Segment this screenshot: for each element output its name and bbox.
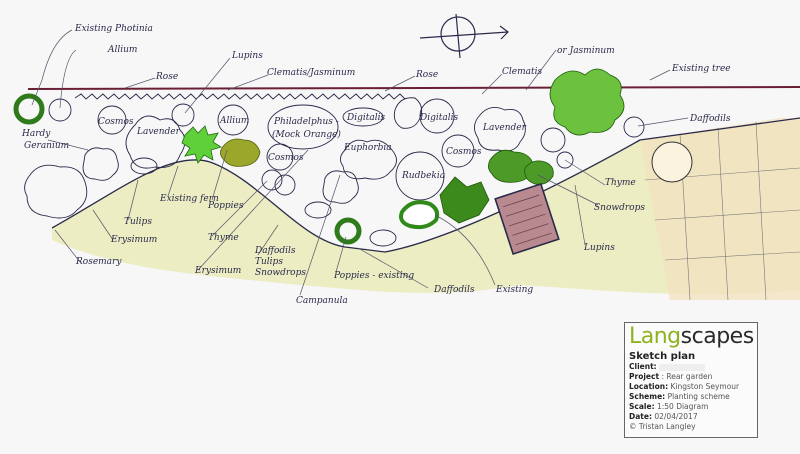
scale-value: 1:50 Diagram [656, 402, 709, 411]
label-lavender: Lavender [136, 127, 181, 137]
location-label: Location: [629, 382, 669, 391]
label-campanula: Campanula [296, 296, 348, 306]
label-euphorbia: Euphorbia [343, 143, 392, 153]
date-label: Date: [629, 412, 652, 421]
label-digitalis: Digitalis [346, 113, 385, 123]
label-or-jasminum: or Jasminum [557, 46, 615, 56]
location-value: Kingston Seymour [670, 382, 740, 391]
scheme-row: Scheme: Planting scheme [629, 392, 753, 402]
title-block: Langscapes Sketch plan Client: Project :… [624, 322, 758, 438]
label-daffodils: Daffodils [689, 114, 731, 124]
label-snowdrops: Snowdrops [255, 268, 306, 278]
client-redacted [659, 363, 706, 371]
label-daffodils: Daffodils [254, 246, 296, 256]
label-hardy: Hardy [21, 129, 51, 139]
label-lavender: Lavender [482, 123, 527, 133]
label-lupins: Lupins [583, 243, 615, 253]
label-geranium: Geranium [24, 141, 69, 151]
label-allium: Allium [219, 116, 249, 126]
label-poppies: Poppies [207, 201, 244, 211]
label-existing-tree: Existing tree [671, 64, 731, 74]
raised-bed [494, 182, 560, 256]
project-value: : Rear garden [661, 372, 713, 381]
green-shrubs [181, 68, 625, 245]
north-arrow-icon [419, 13, 509, 59]
label-poppies-existing: Poppies - existing [333, 271, 414, 281]
label-cosmos: Cosmos [98, 117, 134, 127]
label-snowdrops: Snowdrops [594, 203, 645, 213]
label-thyme: Thyme [208, 233, 239, 243]
langscapes-logo: Langscapes [629, 324, 755, 349]
label-erysimum: Erysimum [110, 235, 157, 245]
label-lupins: Lupins [231, 51, 263, 61]
label-mock-orange: (Mock Orange) [272, 129, 341, 140]
label-rose: Rose [155, 72, 178, 82]
existing-photinia-plant [13, 93, 45, 125]
patio-paving [640, 118, 800, 301]
label-clematis: Clematis [502, 67, 542, 77]
plant-labels: Existing Photinia Allium Rose Lupins Cle… [21, 24, 731, 306]
scale-label: Scale: [629, 402, 655, 411]
scheme-value: Planting scheme [667, 392, 730, 401]
plant-circles [24, 97, 645, 247]
leader-lines [31, 29, 689, 296]
copyright: © Tristan Langley [629, 422, 696, 431]
label-philadelphus: Philadelphus - [273, 117, 339, 127]
location-row: Location: Kingston Seymour [629, 382, 753, 392]
logo-part-lang: Lang [629, 324, 681, 349]
label-tulips: Tulips [255, 257, 283, 267]
label-digitalis: Digitalis [419, 113, 458, 123]
project-row: Project : Rear garden [629, 372, 753, 382]
label-clematis-jasminum: Clematis/Jasminum [267, 68, 355, 78]
patio-pot-circle [651, 141, 693, 183]
label-existing: Existing [495, 285, 533, 295]
label-daffodils: Daffodils [433, 285, 475, 295]
plan-title: Sketch plan [629, 351, 696, 362]
label-rose: Rose [415, 70, 438, 80]
scale-row: Scale: 1:50 Diagram [629, 402, 753, 412]
label-thyme: Thyme [605, 178, 636, 188]
label-existing-photinia: Existing Photinia [74, 24, 153, 34]
client-row: Client: [629, 362, 753, 372]
label-erysimum: Erysimum [194, 266, 241, 276]
date-value: 02/04/2017 [654, 412, 698, 421]
label-cosmos: Cosmos [446, 147, 482, 157]
logo-part-scapes: scapes [680, 324, 755, 349]
label-rosemary: Rosemary [75, 257, 122, 267]
scheme-label: Scheme: [629, 392, 666, 401]
label-rudbekia: Rudbekia [401, 171, 445, 181]
date-row: Date: 02/04/2017 [629, 412, 753, 422]
lawn-area [52, 118, 800, 295]
client-label: Client: [629, 362, 657, 371]
label-allium: Allium [107, 45, 137, 55]
label-cosmos: Cosmos [268, 153, 304, 163]
label-existing-fern: Existing fern [159, 194, 219, 204]
climber-scribble [74, 93, 406, 100]
label-tulips: Tulips [124, 217, 152, 227]
fence-line [27, 86, 800, 90]
project-label: Project [629, 372, 660, 381]
